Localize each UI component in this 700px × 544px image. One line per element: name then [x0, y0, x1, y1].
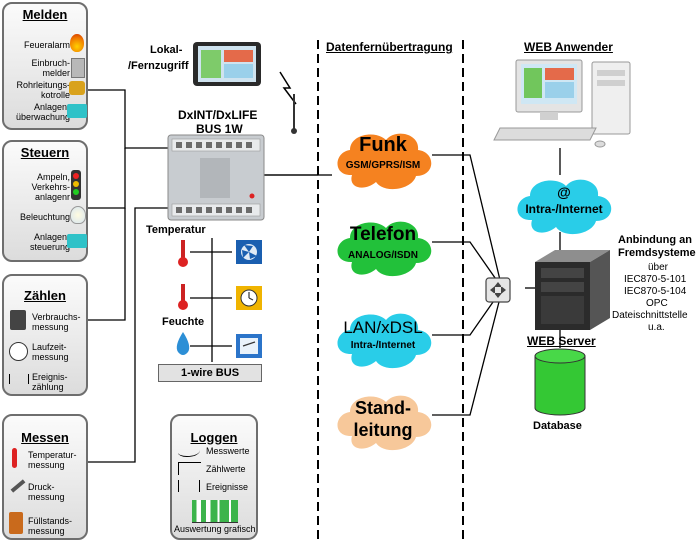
pulse-log-icon — [178, 480, 200, 492]
door-sensor-icon — [71, 58, 85, 78]
item-ereignisse: Ereignisse — [206, 482, 249, 492]
device-label-1: DxINT/DxLIFE — [178, 108, 258, 122]
panel-title-zaehlen: Zählen — [24, 288, 66, 303]
cloud-lan-main: LAN/xDSL — [343, 318, 423, 337]
fire-icon — [70, 34, 84, 52]
item-laufzeit-1: Laufzeit- — [32, 342, 67, 352]
panel-zaehlen: Zählen Verbrauchs- messung Laufzeit- mes… — [2, 274, 88, 396]
graph-icon — [192, 500, 238, 523]
lokal-label-2: /Fernzugriff — [128, 60, 189, 72]
anbindung-1: Anbindung an — [618, 234, 692, 246]
internet-at: @ — [557, 184, 571, 200]
thermometer-icon — [12, 448, 17, 468]
cloud-stand-sub: leitung — [353, 420, 413, 440]
panel-title-melden: Melden — [22, 7, 68, 22]
internet-label: Intra-/Internet — [525, 202, 603, 216]
panel-steuern: Steuern Ampeln, Verkehrs- anlagenr Beleu… — [2, 140, 88, 262]
item-laufzeit-2: messung — [32, 352, 69, 362]
item-ampeln-2: Verkehrs- — [31, 182, 70, 192]
pressure-probe-icon — [10, 479, 26, 493]
light-bulb-icon — [70, 206, 86, 224]
traffic-light-icon — [71, 170, 81, 200]
item-anlagen-s1: Anlagen- — [33, 232, 70, 242]
cloud-telefon-main: Telefon — [349, 224, 417, 245]
meter-icon — [10, 310, 26, 330]
item-beleuchtung: Beleuchtung — [19, 212, 70, 222]
item-temp-1: Temperatur- — [28, 450, 77, 460]
item-einbruch-2: melder — [42, 68, 70, 78]
item-ereignis-2: zählung — [32, 382, 64, 392]
anbindung-5: IEC870-5-104 — [624, 286, 687, 297]
item-anlagen-2: überwachung — [15, 112, 70, 122]
anbindung-8: u.a. — [648, 322, 665, 333]
bus-label-text: 1-wire BUS — [180, 367, 240, 379]
anbindung-7: Dateischnittstelle — [612, 310, 688, 321]
item-druck-1: Druck- — [28, 482, 55, 492]
item-ereignis-1: Ereignis- — [32, 372, 68, 382]
anbindung-6: OPC — [646, 298, 668, 309]
cloud-telefon-sub: ANALOG/ISDN — [348, 250, 418, 261]
valve-icon — [69, 81, 85, 95]
item-zaehlwerte: Zählwerte — [206, 464, 246, 474]
item-fuell-2: messung — [28, 526, 65, 536]
cloud-funk-sub: GSM/GPRS/ISM — [345, 160, 421, 171]
item-rohr-1: Rohrleitungs- — [16, 80, 70, 90]
anbindung-2: Fremdsysteme — [618, 247, 696, 259]
item-verbrauch-2: messung — [32, 322, 69, 332]
panel-loggen: Loggen Messwerte Zählwerte Ereignisse Au… — [170, 414, 258, 540]
level-sensor-icon — [9, 512, 23, 534]
clock-icon — [9, 342, 28, 361]
item-rohr-2: kotrolle — [40, 90, 70, 100]
anbindung-4: IEC870-5-101 — [624, 274, 687, 285]
bus-label: 1-wire BUS — [158, 364, 262, 382]
panel-title-steuern: Steuern — [20, 145, 70, 160]
loggen-footer: Auswertung grafisch — [174, 524, 256, 534]
cloud-lan-sub: Intra-/Internet — [350, 340, 416, 351]
pulse-icon — [9, 374, 29, 384]
machine-icon — [67, 104, 87, 118]
panel-messen: Messen Temperatur- messung Druck- messun… — [2, 414, 88, 540]
item-druck-2: messung — [28, 492, 65, 502]
cloud-funk-main: Funk — [359, 134, 407, 156]
item-verbrauch-1: Verbrauchs- — [32, 312, 81, 322]
web-server-label: WEB Server — [527, 334, 596, 348]
transfer-header: Datenfernübertragung — [326, 40, 453, 54]
item-messwerte: Messwerte — [206, 446, 250, 456]
steps-icon — [178, 462, 201, 475]
wave-icon — [178, 446, 200, 457]
temperatur-label: Temperatur — [146, 224, 206, 236]
item-fuell-1: Füllstands- — [28, 516, 73, 526]
panel-title-loggen: Loggen — [190, 430, 238, 445]
machine-control-icon — [67, 234, 87, 248]
item-einbruch-1: Einbruch- — [31, 58, 70, 68]
lokal-label-1: Lokal- — [150, 44, 183, 56]
item-ampeln-3: anlagenr — [34, 192, 70, 202]
item-anlagen-s2: steuerung — [29, 242, 70, 252]
panel-title-messen: Messen — [21, 430, 69, 445]
web-anwender-header: WEB Anwender — [524, 40, 613, 54]
item-temp-2: messung — [28, 460, 65, 470]
panel-melden: Melden Feueralarm Einbruch- melder Rohrl… — [2, 2, 88, 130]
database-label: Database — [533, 420, 582, 432]
item-anlagen-1: Anlagen- — [33, 102, 70, 112]
item-ampeln-1: Ampeln, — [36, 172, 70, 182]
cloud-stand-main: Stand- — [355, 398, 411, 418]
feuchte-label: Feuchte — [162, 316, 205, 328]
device-label-2: BUS 1W — [196, 122, 243, 136]
item-feueralarm: Feueralarm — [23, 40, 70, 50]
anbindung-3: über — [648, 262, 669, 273]
